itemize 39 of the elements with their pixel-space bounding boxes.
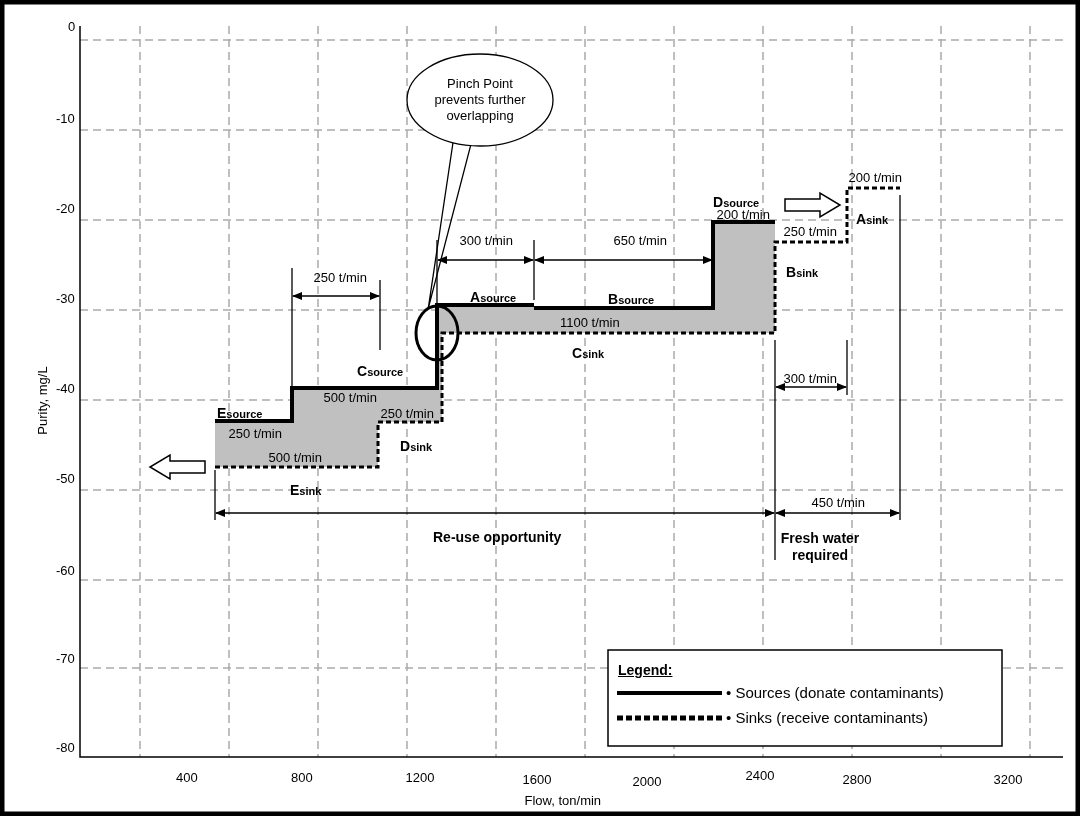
flow-label: 250 t/min (783, 223, 837, 239)
flow-label: 200 t/min (848, 169, 902, 185)
dimension-label: 300 t/min (783, 370, 837, 386)
callout-text: Pinch Point prevents further overlapping (433, 76, 527, 124)
tick-label: -70 (56, 650, 75, 666)
flow-label: 500 t/min (268, 449, 322, 465)
region-label: Re-use opportunity (433, 529, 562, 545)
dimension-label: 450 t/min (811, 494, 865, 510)
dimension-label: 300 t/min (459, 232, 513, 248)
tick-label: -40 (56, 380, 75, 396)
tick-label: 2800 (842, 771, 872, 787)
flow-label: 200 t/min (716, 206, 770, 222)
flow-label: 250 t/min (228, 425, 282, 441)
legend-text: • Sinks (receive contaminants) (726, 709, 928, 726)
flow-label: 500 t/min (323, 389, 377, 405)
dimension-label: 250 t/min (313, 269, 367, 285)
tick-label: 400 (176, 769, 198, 785)
axis-title: Flow, ton/min (524, 792, 602, 808)
leader-line (427, 142, 472, 310)
axis-title: Purity, mg/L (34, 365, 50, 435)
tick-label: -80 (56, 739, 75, 755)
tick-label: -60 (56, 562, 75, 578)
flow-label: 250 t/min (380, 405, 434, 421)
tick-label: -10 (56, 110, 75, 126)
tick-label: 2400 (745, 767, 775, 783)
legend-title: Legend: (618, 662, 673, 678)
legend-text: • Sources (donate contaminants) (726, 684, 944, 701)
region-label: Fresh water required (779, 530, 861, 564)
tick-label: -30 (56, 290, 75, 306)
tick-label: 3200 (993, 771, 1023, 787)
flow-label: 1100 t/min (560, 314, 620, 330)
tick-label: -50 (56, 470, 75, 486)
tick-label: 2000 (632, 773, 662, 789)
tick-label: 1200 (405, 769, 435, 785)
tick-label: 1600 (522, 771, 552, 787)
tick-label: 800 (291, 769, 313, 785)
tick-label: 0 (68, 18, 76, 34)
tick-label: -20 (56, 200, 75, 216)
dimension-label: 650 t/min (613, 232, 667, 248)
